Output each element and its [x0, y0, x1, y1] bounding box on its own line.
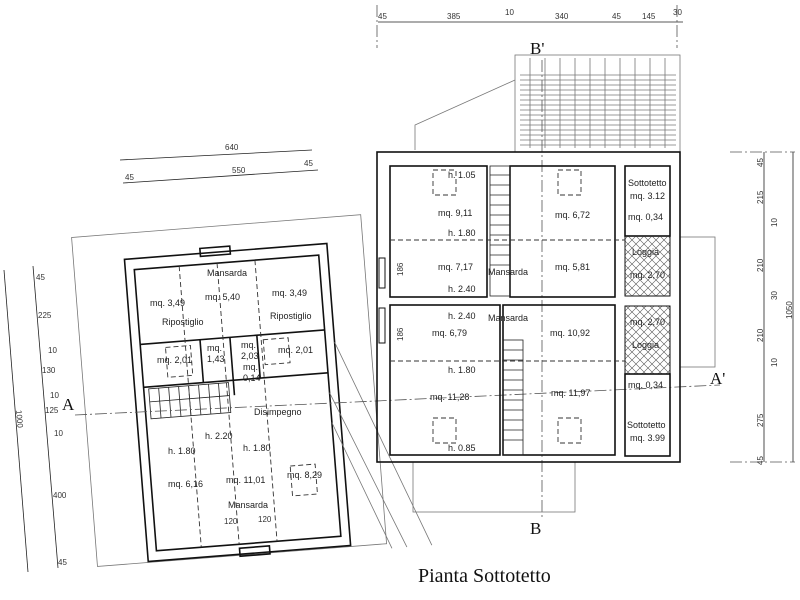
area-label: mq. 9,11 [438, 208, 472, 218]
area-label: mq. 3,49 [150, 298, 185, 308]
area-label: mq. 6,16 [168, 479, 203, 489]
dim-top-3: 340 [555, 12, 569, 21]
dim-label: 10 [54, 429, 63, 438]
area-label: mq. 6,79 [432, 328, 467, 338]
left-plan [71, 214, 433, 567]
dim-label: 120 [258, 515, 272, 524]
dim-label: 275 [756, 413, 765, 427]
area-label: mq. 11,97 [551, 388, 590, 398]
dim-label: 45 [304, 159, 313, 168]
section-b-prime-label: B' [530, 39, 544, 58]
area-label: mq. 3.12 [630, 191, 665, 201]
dim-top-5: 145 [642, 12, 656, 21]
dim-label: 210 [756, 258, 765, 272]
room-label: Mansarda [488, 313, 528, 323]
area-label: mq. 3,49 [272, 288, 307, 298]
dim-label: 10 [770, 358, 779, 367]
area-label: mq. 0,34 [628, 212, 663, 222]
top-dimension-line: 45 385 10 340 45 145 30 [376, 5, 683, 48]
area-label: mq. [207, 343, 222, 353]
height-label: h. 2.40 [448, 284, 476, 294]
area-label: mq. 5,40 [205, 292, 240, 302]
height-label: h. 1.80 [448, 365, 476, 375]
dim-label: 45 [756, 158, 765, 167]
height-label: h. 2.40 [448, 311, 476, 321]
area-label: mq. 7,17 [438, 262, 473, 272]
room-label: Mansarda [488, 267, 528, 277]
room-label: Sottotetto [628, 178, 667, 188]
area-label: mq. 2,01 [157, 355, 192, 365]
dim-label: 45 [36, 273, 45, 282]
dim-label: 125 [45, 406, 59, 415]
area-label: 0,14 [243, 373, 261, 383]
dim-label: 10 [48, 346, 57, 355]
right-plan [376, 151, 716, 513]
room-label: Loggia [632, 340, 659, 350]
dim-label: 10 [770, 218, 779, 227]
room-label: Sottotetto [627, 420, 666, 430]
room-label: Loggia [632, 247, 659, 257]
dim-label: 186 [396, 327, 405, 341]
section-a-label: A [62, 395, 75, 414]
dim-label: 215 [756, 190, 765, 204]
height-label: h. 1.80 [168, 446, 196, 456]
section-line-a [74, 384, 721, 416]
dim-label: 30 [770, 291, 779, 300]
dim-label: 640 [225, 143, 239, 152]
area-label: mq. 2,01 [278, 345, 313, 355]
dim-top-6: 30 [673, 8, 682, 17]
left-dimensions: 640 550 45 45 1000 45 225 10 130 10 125 … [3, 143, 319, 573]
room-label: Mansarda [228, 500, 268, 510]
dim-label: 120 [224, 517, 238, 526]
area-label: mq. 5,81 [555, 262, 590, 272]
area-label: 1,43 [207, 354, 225, 364]
dim-top-4: 45 [612, 12, 621, 21]
dim-label: 45 [125, 173, 134, 182]
dim-label: 10 [50, 391, 59, 400]
dim-label: 186 [396, 262, 405, 276]
dim-label: 130 [42, 366, 56, 375]
area-label: mq. 11,28 [430, 392, 469, 402]
right-dimensions: 1050 45 215 10 210 30 210 10 275 45 [730, 151, 795, 465]
area-label: mq. 11,01 [226, 475, 265, 485]
dim-label: 550 [232, 166, 246, 175]
area-label: mq. 8,29 [287, 470, 322, 480]
area-label: mq. [243, 362, 258, 372]
left-plan-labels: Mansarda mq. 3,49 mq. 5,40 mq. 3,49 Ripo… [150, 268, 322, 526]
right-plan-labels: h. 1.05 mq. 9,11 mq. 6,72 Sottotetto mq.… [396, 170, 667, 453]
dim-label: 1050 [785, 301, 794, 319]
area-label: 2,03 [241, 351, 259, 361]
dim-label: 400 [53, 491, 67, 500]
height-label: h. 1.80 [243, 443, 271, 453]
height-label: h. 2.20 [205, 431, 233, 441]
area-label: mq. 6,72 [555, 210, 590, 220]
height-label: h. 1.05 [448, 170, 476, 180]
dim-label: 225 [38, 311, 52, 320]
height-label: h. 0.85 [448, 443, 476, 453]
room-label: Mansarda [207, 268, 247, 278]
room-label: Ripostiglio [162, 317, 204, 327]
drawing-title: Pianta Sottotetto [418, 565, 551, 587]
area-label: mq. 0,34 [628, 380, 663, 390]
room-label: Ripostiglio [270, 311, 312, 321]
dim-label: 210 [756, 328, 765, 342]
dim-label: 45 [58, 558, 67, 567]
section-b-label: B [530, 519, 541, 538]
dim-top-0: 45 [378, 12, 387, 21]
dim-top-2: 10 [505, 8, 514, 17]
area-label: mq. 2,70 [630, 317, 665, 327]
area-label: mq. 3.99 [630, 433, 665, 443]
room-label: Disimpegno [254, 407, 302, 417]
section-a-prime-label: A' [710, 369, 725, 388]
roof-hatch [414, 54, 681, 153]
height-label: h. 1.80 [448, 228, 476, 238]
area-label: mq. 10,92 [550, 328, 590, 338]
dim-label: 45 [756, 456, 765, 465]
dim-label: 1000 [14, 410, 25, 429]
dim-top-1: 385 [447, 12, 461, 21]
area-label: mq. 2,70 [630, 270, 665, 280]
area-label: mq. [241, 340, 256, 350]
